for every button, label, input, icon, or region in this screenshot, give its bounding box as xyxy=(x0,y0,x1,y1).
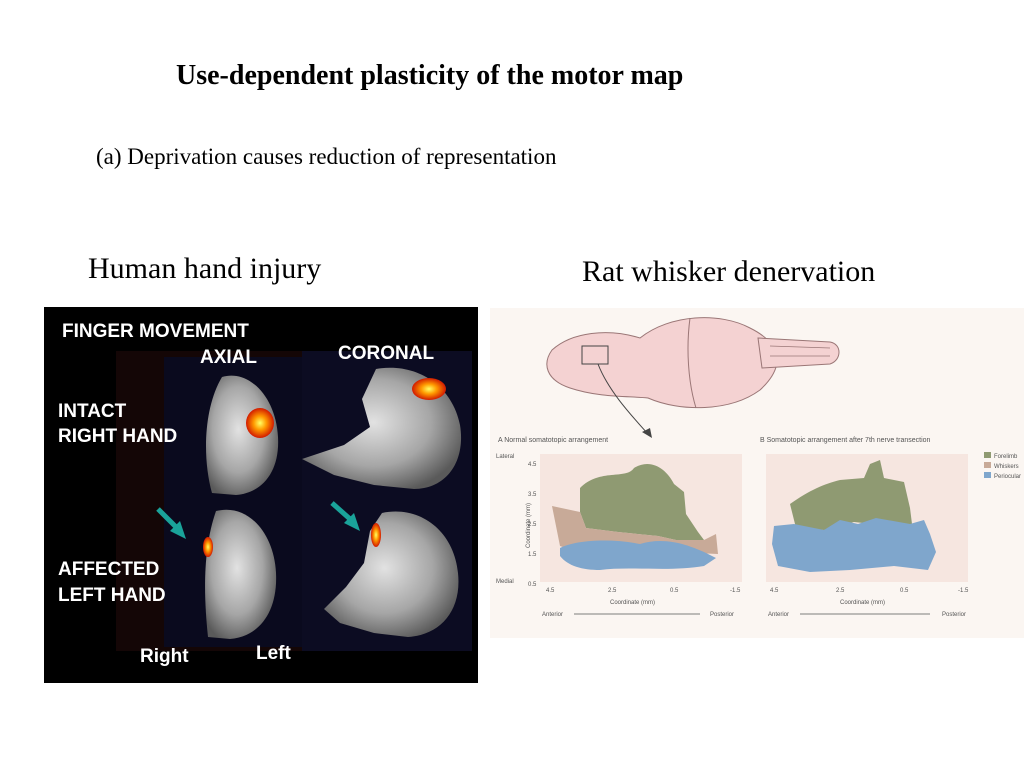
legend-label-periocular: Periocular xyxy=(994,474,1021,480)
fmri-image: FINGER MOVEMENT AXIAL CORONAL INTACT RIG… xyxy=(44,307,478,683)
label-intact: INTACT xyxy=(58,401,127,422)
panel-a-title: A Normal somatotopic arrangement xyxy=(498,437,608,444)
label-axial: AXIAL xyxy=(200,347,257,368)
label-coronal: CORONAL xyxy=(338,343,434,364)
brain-axial-intact xyxy=(206,375,279,495)
y-tick: 1.5 xyxy=(528,552,537,558)
label-left-hand: LEFT HAND xyxy=(58,585,166,606)
rat-whisker-figure: A Normal somatotopic arrangement B Somat… xyxy=(490,308,1024,638)
y-axis-label: Coordinate (mm) xyxy=(526,503,532,548)
map-normal xyxy=(540,454,742,582)
caption-rat-whisker-denervation: Rat whisker denervation xyxy=(582,255,876,288)
brain-coronal-affected xyxy=(324,511,459,637)
x-tick: 0.5 xyxy=(670,588,679,594)
x-tick: 0.5 xyxy=(900,588,909,594)
x-axis-label-b: Coordinate (mm) xyxy=(840,600,885,606)
rat-figure-image: A Normal somatotopic arrangement B Somat… xyxy=(496,317,1021,618)
activation-axial-affected xyxy=(203,537,213,557)
y-tick: 4.5 xyxy=(528,462,537,468)
caption-human-hand-injury: Human hand injury xyxy=(88,252,322,285)
label-anterior-a: Anterior xyxy=(542,612,563,618)
label-medial: Medial xyxy=(496,579,514,585)
x-ticks-a: 4.5 2.5 0.5 -1.5 xyxy=(546,588,741,594)
activation-coronal-intact xyxy=(412,378,446,400)
label-posterior-a: Posterior xyxy=(710,612,734,618)
arrow-coronal xyxy=(330,501,360,531)
activation-coronal-affected xyxy=(371,523,381,547)
y-ticks-a: 4.5 3.5 2.5 1.5 0.5 xyxy=(528,462,537,588)
x-tick: 2.5 xyxy=(608,588,617,594)
slide-subtitle: (a) Deprivation causes reduction of repr… xyxy=(96,144,557,169)
y-tick: 0.5 xyxy=(528,582,537,588)
legend-label-whiskers: Whiskers xyxy=(994,464,1019,470)
legend-label-forelimb: Forelimb xyxy=(994,454,1018,460)
x-ticks-b: 4.5 2.5 0.5 -1.5 xyxy=(770,588,969,594)
activation-axial-intact xyxy=(246,408,274,438)
x-tick: 4.5 xyxy=(546,588,555,594)
arrow-axial xyxy=(156,507,186,539)
x-tick: -1.5 xyxy=(958,588,969,594)
x-tick: 4.5 xyxy=(770,588,779,594)
x-tick: 2.5 xyxy=(836,588,845,594)
brain-axial-affected xyxy=(205,509,277,639)
x-axis-label-a: Coordinate (mm) xyxy=(610,600,655,606)
y-tick: 2.5 xyxy=(528,522,537,528)
legend-swatch-periocular xyxy=(984,472,991,478)
label-right: Right xyxy=(140,646,189,667)
legend-swatch-whiskers xyxy=(984,462,991,468)
label-lateral: Lateral xyxy=(496,454,514,460)
rat-brain-drawing xyxy=(546,317,840,438)
x-tick: -1.5 xyxy=(730,588,741,594)
map-after-transection xyxy=(766,454,968,582)
map-legend: Forelimb Whiskers Periocular xyxy=(984,452,1021,480)
y-tick: 3.5 xyxy=(528,492,537,498)
slide-title: Use-dependent plasticity of the motor ma… xyxy=(176,60,684,91)
label-left: Left xyxy=(256,643,292,664)
panel-b-title: B Somatotopic arrangement after 7th nerv… xyxy=(760,437,931,444)
label-posterior-b: Posterior xyxy=(942,612,966,618)
label-anterior-b: Anterior xyxy=(768,612,789,618)
label-right-hand: RIGHT HAND xyxy=(58,426,177,447)
legend-swatch-forelimb xyxy=(984,452,991,458)
label-finger-movement: FINGER MOVEMENT xyxy=(62,321,249,342)
fmri-figure: FINGER MOVEMENT AXIAL CORONAL INTACT RIG… xyxy=(44,307,478,683)
label-affected: AFFECTED xyxy=(58,559,159,580)
